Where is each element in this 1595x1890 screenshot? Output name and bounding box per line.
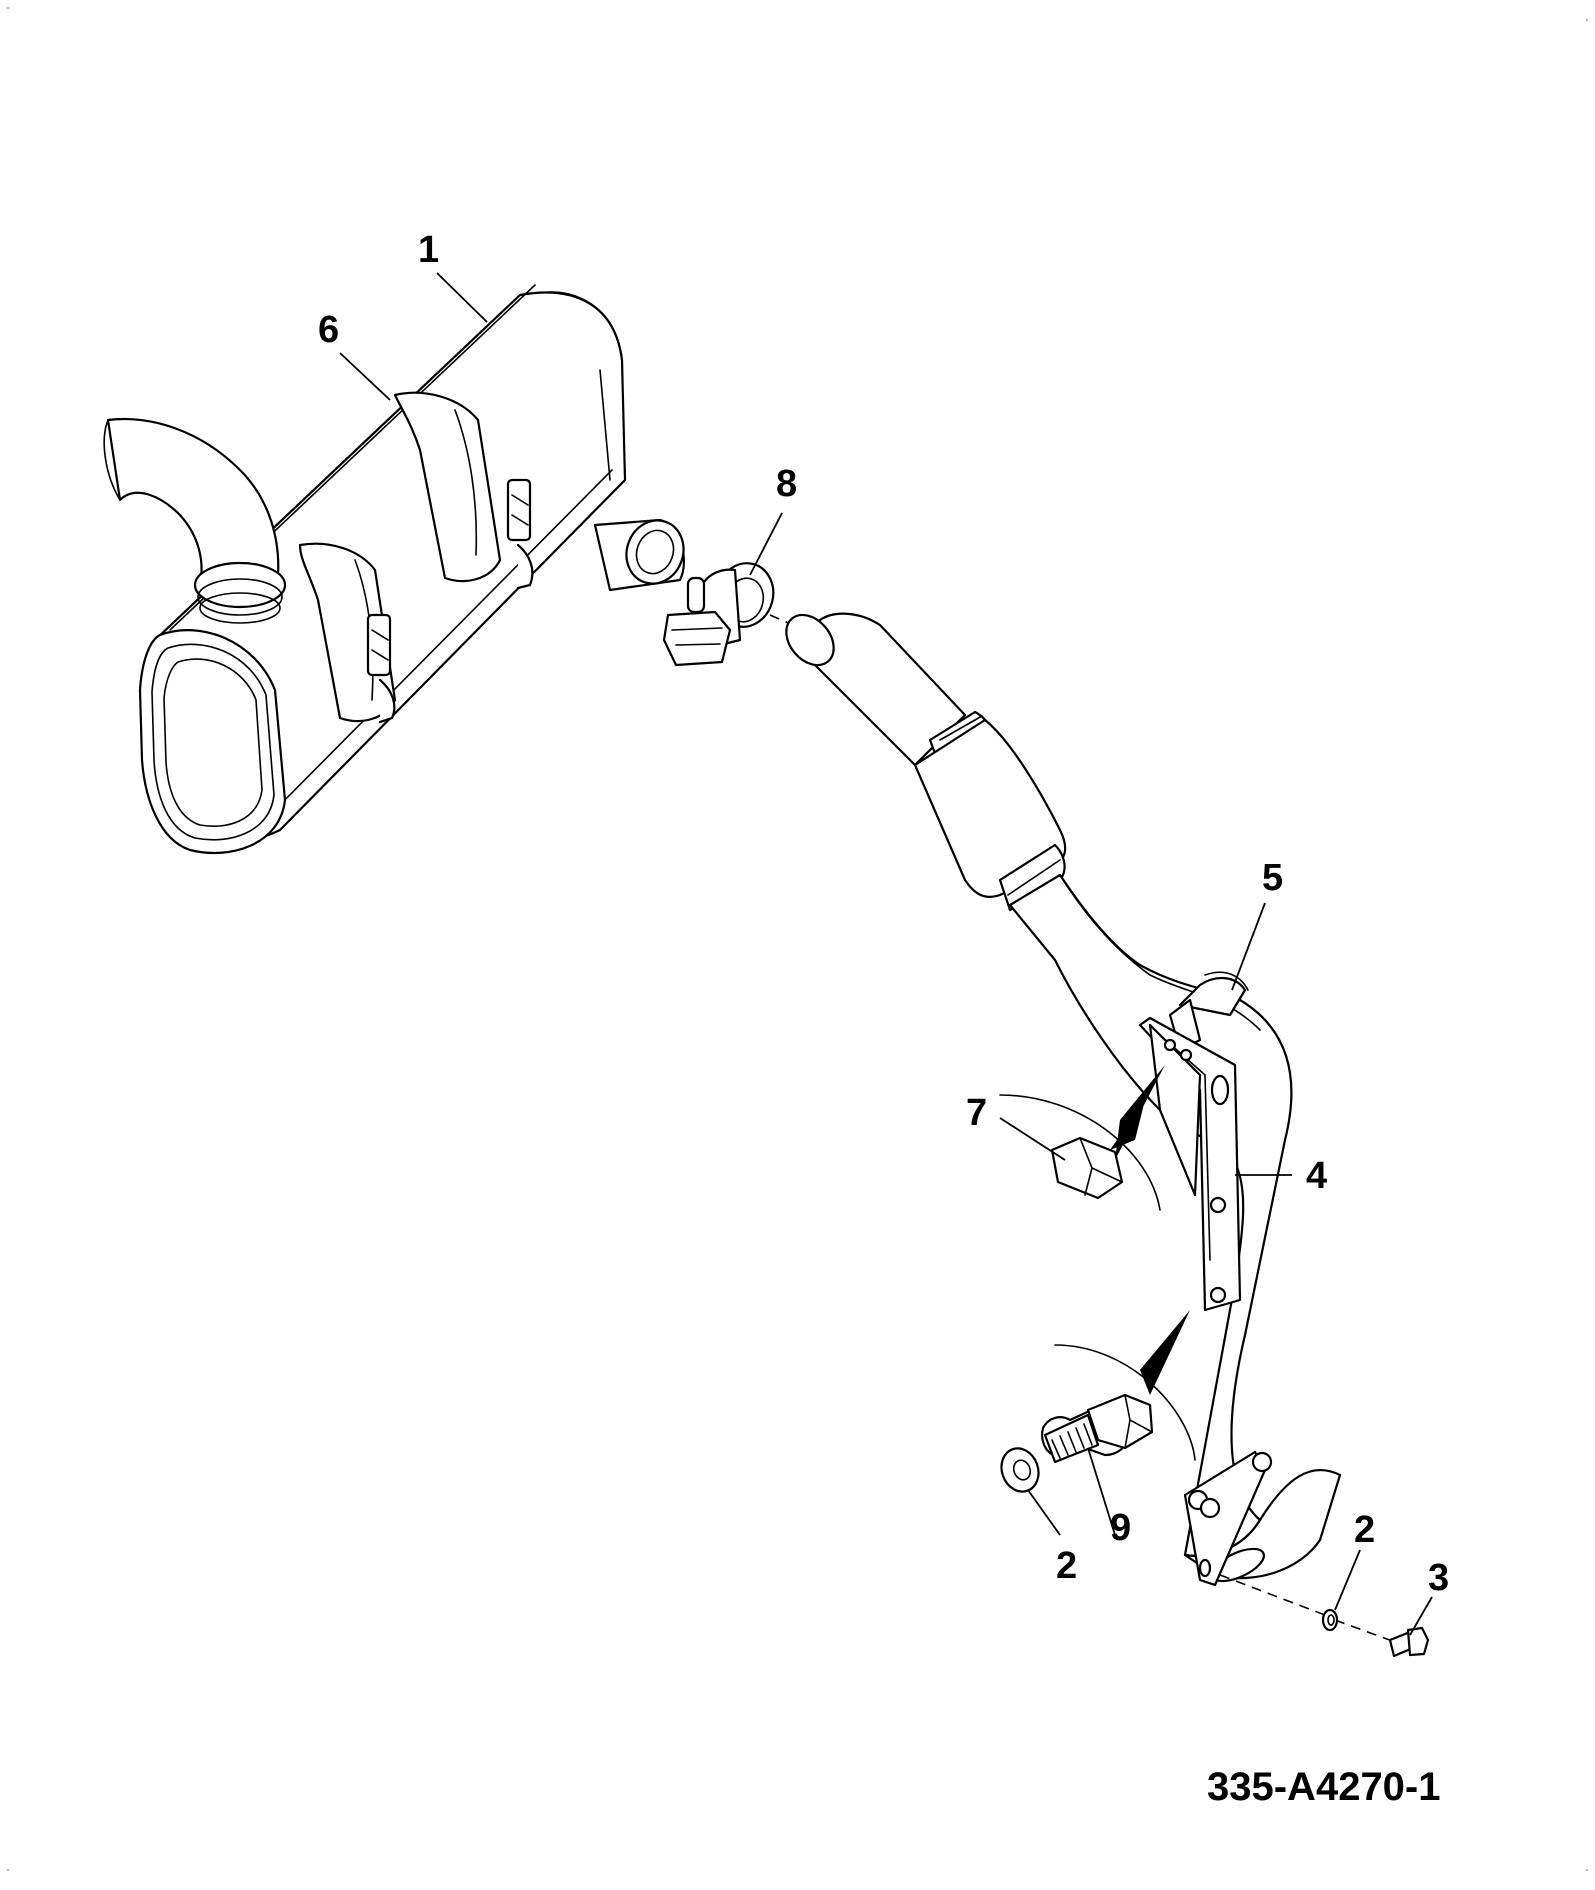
bolt [1041,1393,1154,1464]
mounting-strap-front [298,542,397,724]
callout-3: 3 [1428,1557,1449,1599]
callout-8: 8 [776,463,797,505]
callout-5: 5 [1262,857,1283,899]
silencer-inlet-elbow [103,418,287,624]
corner-marks [7,7,1588,1871]
outlet-mounting-plate [1183,1450,1273,1587]
callout-6: 6 [318,309,339,351]
silencer [138,284,627,854]
detail-view-arc-lower [1054,1310,1196,1461]
callout-2-right: 2 [1354,1509,1375,1551]
alignment-line-clamp [769,614,801,629]
callout-9: 9 [1110,1507,1131,1549]
leader-lines [339,272,1433,1636]
pipe-clamp [662,562,775,667]
silencer-outlet-pipe [593,518,685,592]
callout-7: 7 [966,1092,987,1134]
callout-2-left: 2 [1056,1545,1077,1587]
callout-4: 4 [1306,1155,1327,1197]
small-bolt [1388,1626,1430,1658]
tail-pipe [785,612,1342,1583]
support-bracket [1138,1016,1242,1312]
alignment-line-bolt [1219,1574,1396,1643]
nut [1050,1136,1124,1200]
washer-left [1000,1447,1040,1493]
callout-1: 1 [418,229,439,271]
drawing-number: 335-A4270-1 [1207,1765,1441,1809]
mounting-strap-rear [393,391,534,590]
detail-view-arc-upper [999,1065,1165,1211]
washer-right [1321,1608,1339,1632]
